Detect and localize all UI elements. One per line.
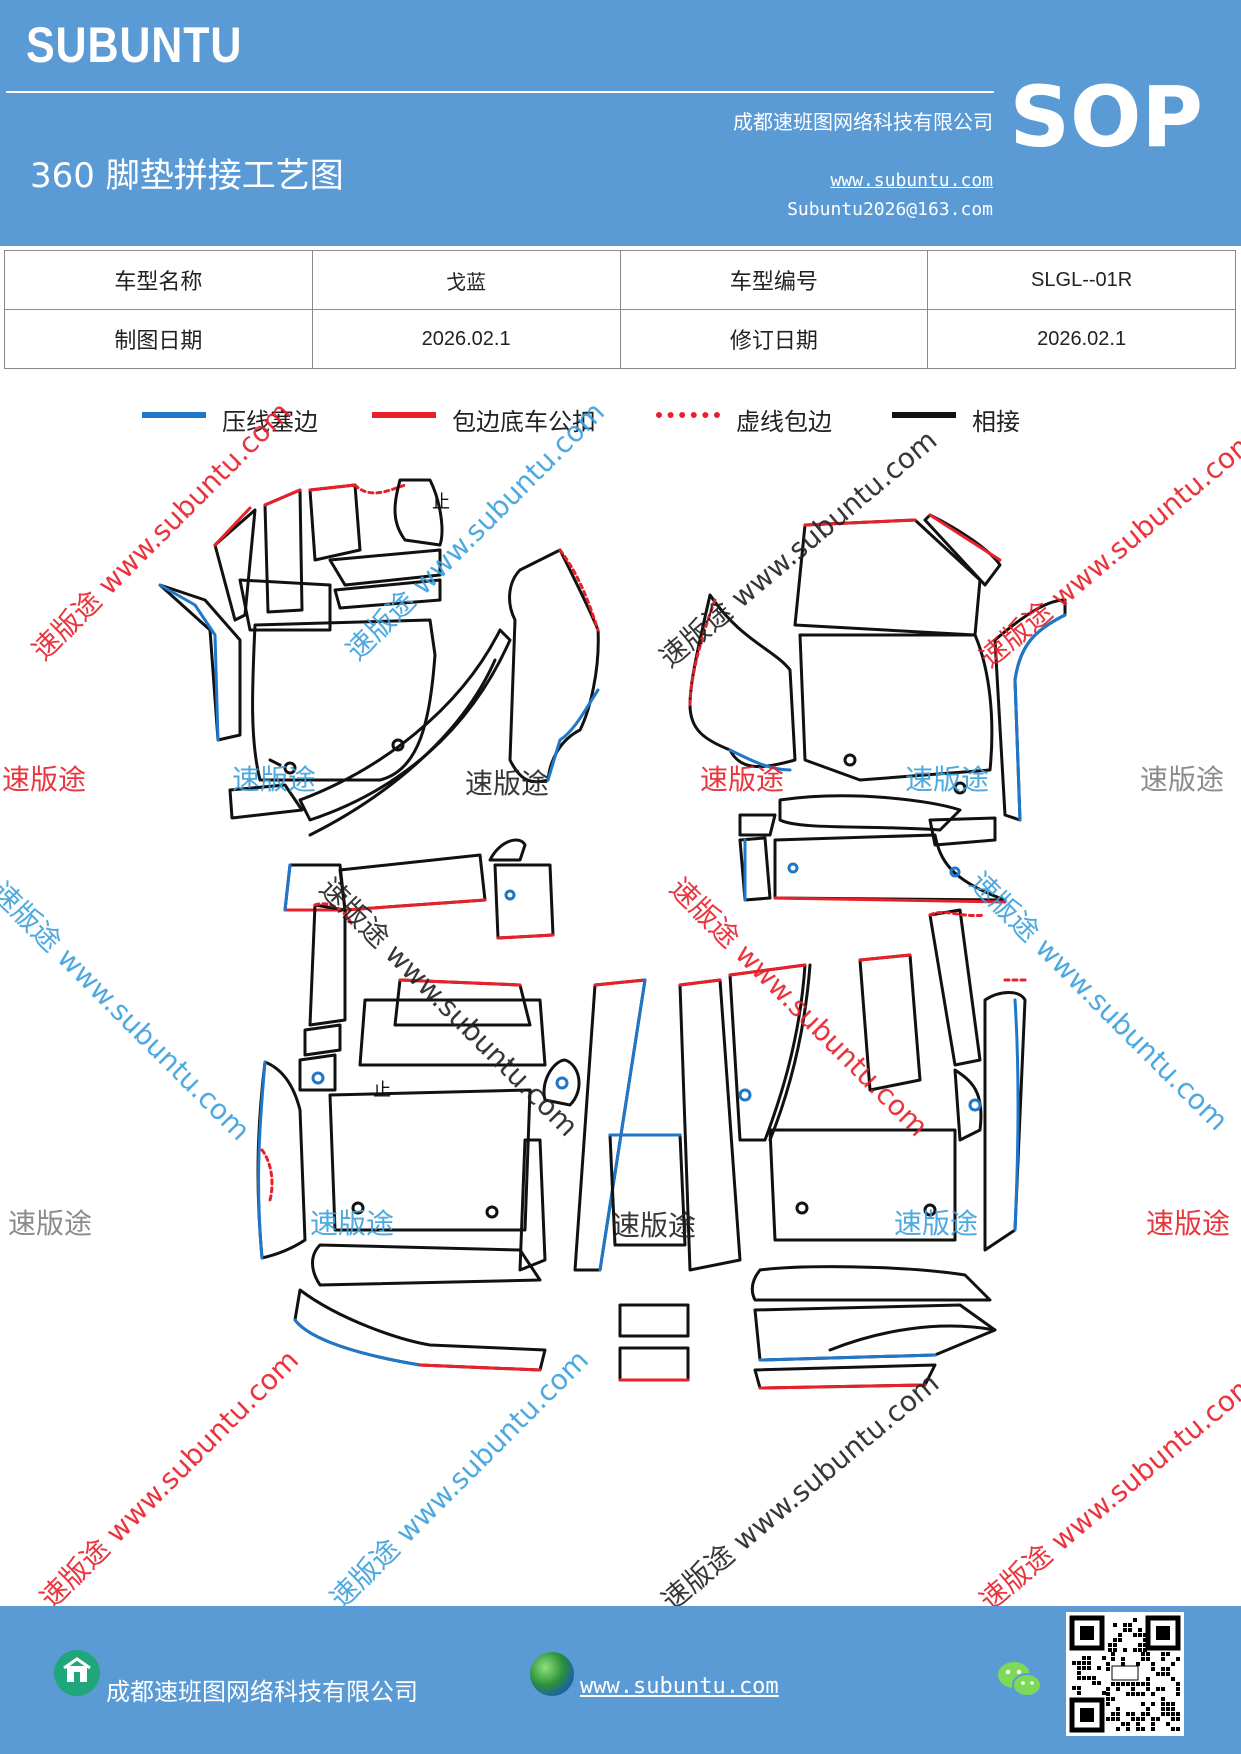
table-value-cell: 2026.02.1 (311, 309, 621, 369)
watermark-brand: 速版途 (8, 1207, 93, 1240)
sop-label: SOP (1009, 68, 1203, 166)
footer-company: 成都速班图网络科技有限公司 (106, 1678, 418, 1706)
stop-mark-label: 止 (373, 1080, 391, 1101)
header-url-link[interactable]: www.subuntu.com (830, 170, 993, 191)
legend-label: 相接 (972, 408, 1020, 436)
brand-logo-text: SUBUNTU (26, 17, 243, 73)
watermark-brand: 速版途 (894, 1207, 979, 1240)
legend-swatch-red-dotted (656, 412, 720, 418)
watermark-brand: 速版途 (232, 763, 317, 796)
table-value-cell: 2026.02.1 (927, 309, 1236, 369)
header-email[interactable]: Subuntu2026@163.com (787, 199, 993, 220)
table-row: 制图日期 2026.02.1 修订日期 2026.02.1 (4, 309, 1236, 369)
watermark-brand: 速版途 (465, 767, 550, 800)
watermark-brand: 速版途 (700, 763, 785, 796)
globe-icon (530, 1652, 574, 1696)
wechat-icon (996, 1658, 1044, 1706)
document-title: 360 脚垫拼接工艺图 (30, 156, 344, 196)
home-icon (54, 1650, 100, 1696)
watermark-brand: 速版途 (612, 1209, 697, 1242)
header-banner: SUBUNTU 成都速班图网络科技有限公司 360 脚垫拼接工艺图 www.su… (0, 0, 1241, 246)
legend-label: 压线塞边 (222, 408, 318, 436)
vehicle-info-table: 车型名称 戈蓝 车型编号 SLGL--01R 制图日期 2026.02.1 修订… (4, 250, 1236, 369)
mat-pattern-diagram: 止 止 (158, 478, 1067, 1390)
stop-mark-label: 止 (432, 492, 450, 513)
front-right-mat-group (688, 513, 1067, 904)
watermark-brand: 速版途 (310, 1207, 395, 1240)
legend-label: 虚线包边 (736, 408, 832, 436)
rear-left-mat-group (256, 902, 647, 1372)
footer-banner: 成都速班图网络科技有限公司 www.subuntu.com (0, 1606, 1241, 1754)
watermark-brand: 速版途 (905, 763, 990, 796)
legend-swatch-black (892, 412, 956, 418)
front-left-mat-group (158, 478, 600, 940)
legend-swatch-blue (142, 412, 206, 418)
center-tunnel-mat-group (608, 1133, 690, 1382)
table-label-cell: 车型编号 (619, 250, 929, 310)
watermark-brand: 速版途 (2, 763, 87, 796)
header-divider (6, 91, 994, 93)
header-company: 成都速班图网络科技有限公司 (733, 110, 993, 134)
legend: 压线塞边 包边底车公扣 虚线包边 相接 (0, 400, 1241, 440)
legend-swatch-red (372, 412, 436, 418)
watermark-brand: 速版途 (1140, 763, 1225, 796)
legend-label: 包边底车公扣 (452, 408, 596, 436)
qr-code[interactable] (1066, 1612, 1184, 1736)
watermark-brand: 速版途 (1146, 1207, 1231, 1240)
table-label-cell: 修订日期 (619, 309, 929, 369)
rear-right-mat-group (678, 908, 1027, 1390)
table-label-cell: 车型名称 (4, 250, 313, 310)
table-value-cell: 戈蓝 (311, 250, 621, 310)
table-label-cell: 制图日期 (4, 309, 313, 369)
footer-url-link[interactable]: www.subuntu.com (580, 1674, 779, 1699)
table-value-cell: SLGL--01R (927, 250, 1236, 310)
table-row: 车型名称 戈蓝 车型编号 SLGL--01R (4, 250, 1236, 310)
